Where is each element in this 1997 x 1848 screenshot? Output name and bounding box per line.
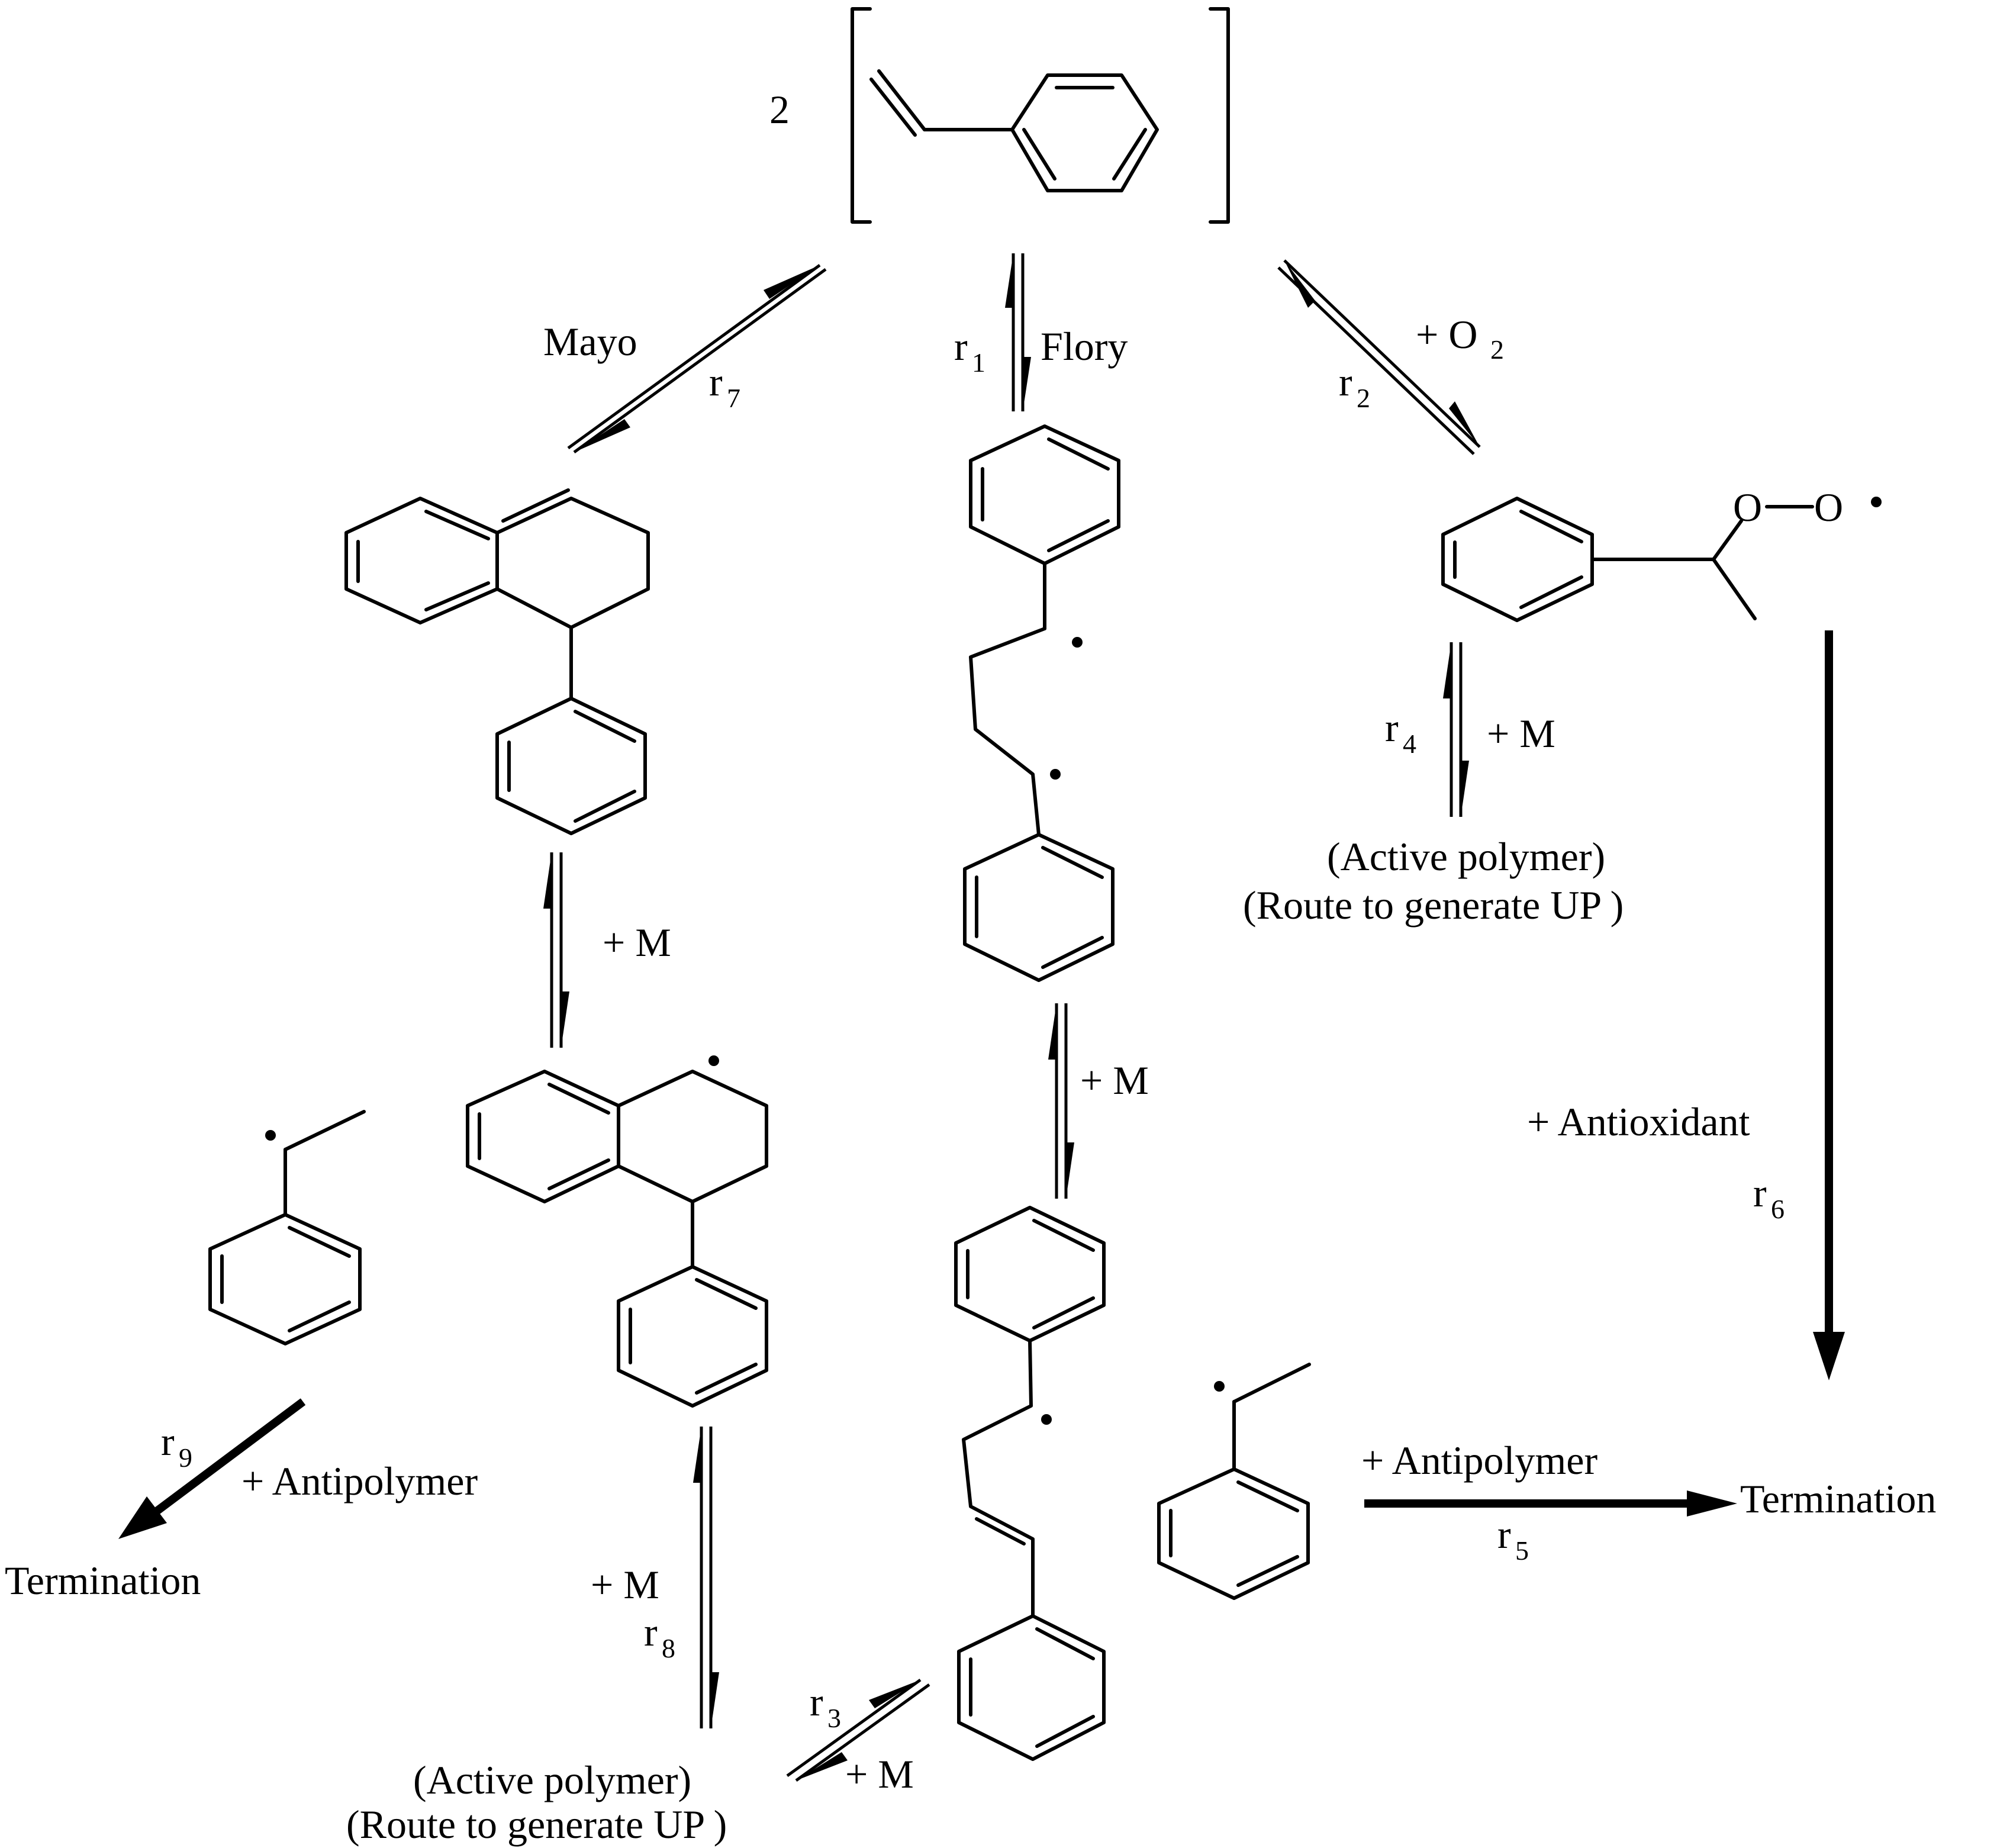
svg-text:7: 7 bbox=[727, 383, 740, 413]
svg-text:4: 4 bbox=[1403, 729, 1416, 759]
radical-dot bbox=[1050, 769, 1061, 780]
svg-text:2: 2 bbox=[1357, 383, 1370, 413]
termination-label: Termination bbox=[5, 1558, 201, 1603]
radical-dot bbox=[708, 1055, 719, 1066]
svg-text:2: 2 bbox=[1490, 334, 1504, 365]
svg-text:8: 8 bbox=[662, 1633, 675, 1663]
svg-text:3: 3 bbox=[827, 1703, 841, 1733]
plus-m-label: + M bbox=[1080, 1058, 1149, 1103]
r6-termination-arrow bbox=[1813, 630, 1845, 1380]
oxygen-equilibrium-arrow bbox=[1277, 259, 1481, 455]
r5-termination-arrow bbox=[1364, 1490, 1737, 1517]
radical-dot bbox=[1871, 497, 1882, 507]
oxygen-atom: O bbox=[1733, 485, 1762, 530]
flory-diradical bbox=[963, 424, 1120, 982]
svg-text:9: 9 bbox=[179, 1443, 192, 1473]
mayo-equilibrium-arrow bbox=[567, 263, 827, 454]
rate-r1: r 1 bbox=[954, 324, 985, 378]
svg-text:5: 5 bbox=[1515, 1535, 1529, 1566]
coefficient-label: 2 bbox=[769, 87, 790, 132]
styryl-equilibrium-arrow bbox=[1048, 1003, 1074, 1199]
plus-o2-label: + O 2 bbox=[1416, 312, 1504, 365]
radical-dot bbox=[1214, 1381, 1225, 1392]
mayo-label: Mayo bbox=[543, 319, 637, 364]
active-polymer-label: (Active polymer) bbox=[413, 1757, 691, 1802]
radical-dot bbox=[1072, 637, 1083, 648]
styrene-monomer: 2 bbox=[769, 7, 1230, 224]
phenylethyl-radical-right bbox=[1157, 1363, 1311, 1600]
styryl-radical bbox=[954, 1206, 1106, 1761]
svg-text:r: r bbox=[1385, 705, 1399, 750]
radical-dot bbox=[1041, 1414, 1052, 1425]
rate-r7: r 7 bbox=[709, 359, 740, 413]
antipolymer-label: + Antipolymer bbox=[1361, 1438, 1597, 1483]
rate-r4: r 4 bbox=[1385, 705, 1416, 759]
svg-text:r: r bbox=[810, 1679, 823, 1724]
rate-r6: r 6 bbox=[1753, 1170, 1785, 1224]
route-up-label: (Route to generate UP ) bbox=[346, 1802, 727, 1847]
rate-r5: r 5 bbox=[1497, 1512, 1529, 1566]
svg-text:r: r bbox=[1339, 359, 1352, 404]
peroxy-radical: O O bbox=[1441, 485, 1882, 622]
rate-r9: r 9 bbox=[161, 1419, 192, 1473]
svg-text:6: 6 bbox=[1771, 1194, 1785, 1224]
flory-label: Flory bbox=[1041, 324, 1128, 369]
antipolymer-label: + Antipolymer bbox=[241, 1459, 478, 1503]
flory-equilibrium-arrow bbox=[1005, 253, 1031, 411]
svg-text:+ O: + O bbox=[1416, 312, 1477, 357]
rate-r3: r 3 bbox=[810, 1679, 841, 1733]
route-up-label: (Route to generate UP ) bbox=[1243, 883, 1624, 928]
mayo-radical-equilibrium-arrow bbox=[543, 852, 569, 1048]
rate-r2: r 2 bbox=[1339, 359, 1370, 413]
termination-label: Termination bbox=[1740, 1476, 1936, 1521]
mayo-radical bbox=[466, 1055, 768, 1408]
svg-text:r: r bbox=[954, 324, 968, 369]
svg-text:r: r bbox=[709, 359, 723, 404]
antioxidant-label: + Antioxidant bbox=[1527, 1099, 1750, 1144]
plus-m-label: + M bbox=[1487, 711, 1555, 756]
svg-text:1: 1 bbox=[972, 347, 985, 378]
svg-text:r: r bbox=[1497, 1512, 1511, 1557]
active-polymer-label: (Active polymer) bbox=[1327, 834, 1605, 879]
svg-text:r: r bbox=[1753, 1170, 1767, 1215]
oxygen-atom: O bbox=[1814, 485, 1843, 530]
svg-text:r: r bbox=[644, 1609, 658, 1654]
plus-m-label: + M bbox=[591, 1562, 659, 1607]
rate-r8: r 8 bbox=[644, 1609, 675, 1663]
r4-equilibrium-arrow bbox=[1443, 642, 1469, 817]
svg-text:r: r bbox=[161, 1419, 175, 1464]
plus-m-label: + M bbox=[603, 920, 671, 965]
left-bracket bbox=[851, 7, 872, 224]
right-bracket bbox=[1209, 7, 1230, 224]
r8-equilibrium-arrow bbox=[693, 1427, 719, 1728]
plus-m-label: + M bbox=[845, 1752, 914, 1797]
phenylethyl-radical-left bbox=[208, 1110, 366, 1345]
mayo-dimer bbox=[344, 488, 650, 835]
radical-dot bbox=[265, 1130, 276, 1141]
r3-equilibrium-arrow bbox=[786, 1678, 930, 1782]
r9-termination-arrow bbox=[118, 1398, 306, 1539]
